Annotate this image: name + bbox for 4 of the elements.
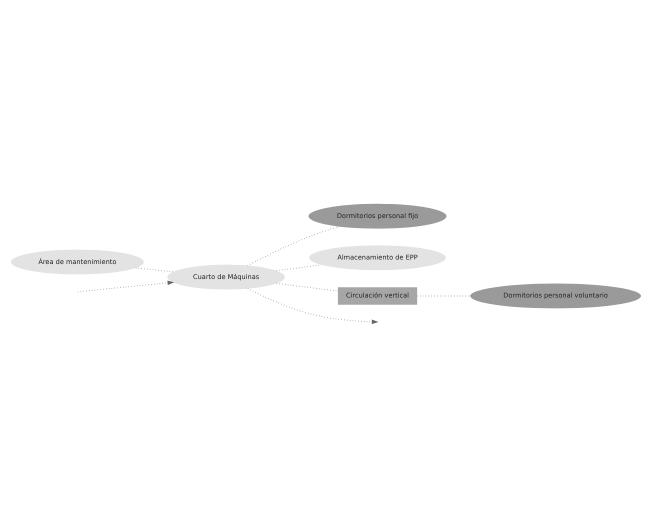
arrow [247, 288, 378, 324]
connector [135, 266, 174, 272]
connector [276, 282, 338, 292]
connector [247, 226, 340, 266]
